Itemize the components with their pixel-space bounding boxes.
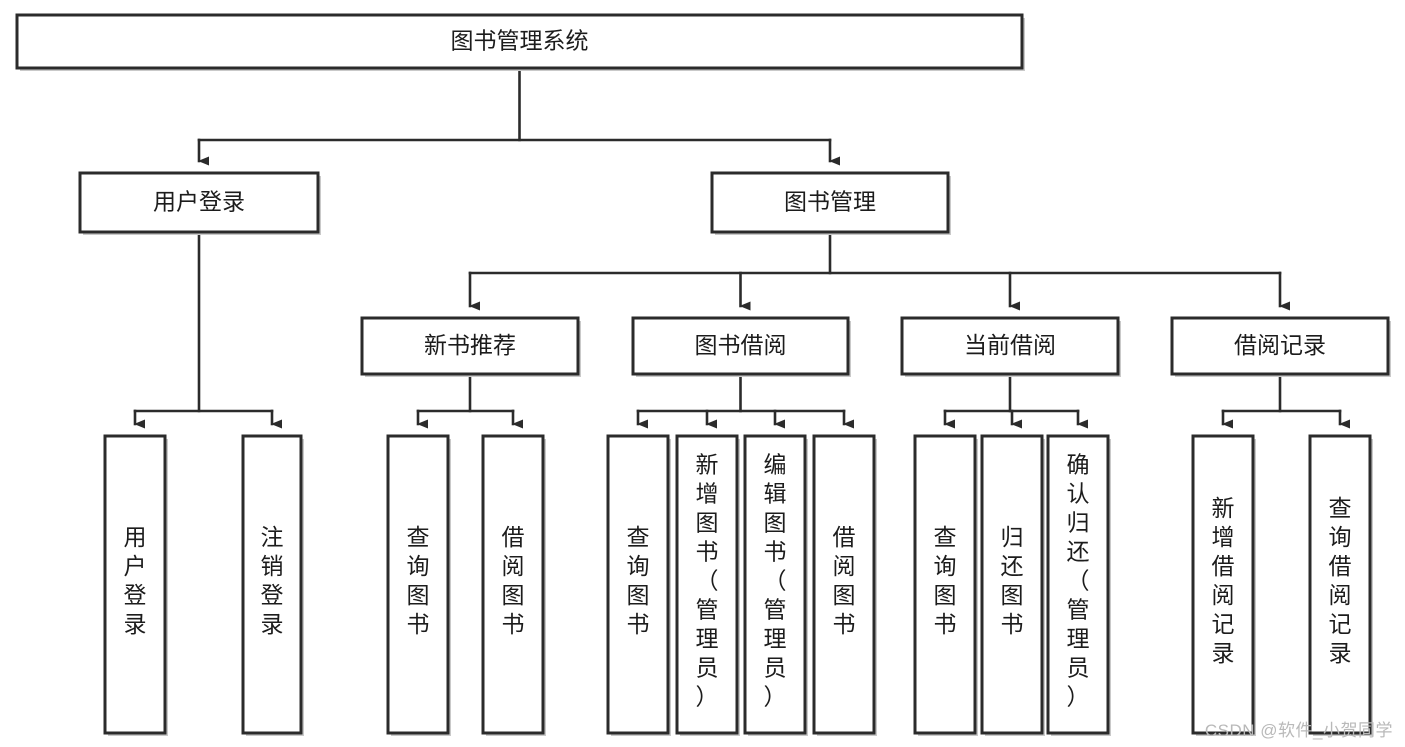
node-leaf-1[interactable]: 注销登录 xyxy=(241,434,304,736)
node-label: 查询借阅记录 xyxy=(1329,495,1352,666)
node-label: 当前借阅 xyxy=(964,332,1056,358)
node-label: 图书管理系统 xyxy=(451,28,589,54)
node-label: 注销登录 xyxy=(261,524,284,637)
node-leaf-2[interactable]: 查询图书 xyxy=(386,434,451,736)
csdn-watermark: CSDN @软件_小贺同学 xyxy=(1204,721,1393,740)
node-label: 借阅记录 xyxy=(1234,332,1326,358)
node-leaf-3[interactable]: 借阅图书 xyxy=(481,434,546,736)
node-label: 确认归还（管理员） xyxy=(1067,452,1090,710)
node-label: 查询图书 xyxy=(934,524,957,637)
node-level3-1[interactable]: 图书借阅 xyxy=(631,316,851,377)
node-leaf-4[interactable]: 查询图书 xyxy=(606,434,671,736)
node-level3-3[interactable]: 借阅记录 xyxy=(1170,316,1391,377)
node-label: 用户登录 xyxy=(124,524,147,637)
node-leaf-8[interactable]: 查询图书 xyxy=(913,434,978,736)
node-leaf-11[interactable]: 新增借阅记录 xyxy=(1191,434,1256,736)
node-root[interactable]: 图书管理系统 xyxy=(15,13,1025,71)
node-level3-0[interactable]: 新书推荐 xyxy=(360,316,581,377)
node-label: 借阅图书 xyxy=(833,524,856,637)
node-leaf-5[interactable]: 新增图书（管理员） xyxy=(675,434,740,736)
node-label: 归还图书 xyxy=(1001,524,1024,637)
connector-layer xyxy=(133,66,1350,429)
node-level2-0[interactable]: 用户登录 xyxy=(78,171,321,235)
node-label: 查询图书 xyxy=(407,524,430,637)
node-label: 查询图书 xyxy=(627,524,650,637)
node-level3-2[interactable]: 当前借阅 xyxy=(900,316,1121,377)
node-label: 用户登录 xyxy=(153,189,245,215)
node-leaf-6[interactable]: 编辑图书（管理员） xyxy=(743,434,808,736)
node-leaf-7[interactable]: 借阅图书 xyxy=(812,434,877,736)
node-label: 借阅图书 xyxy=(502,524,525,637)
node-label: 新增图书（管理员） xyxy=(696,452,719,710)
node-level2-1[interactable]: 图书管理 xyxy=(710,171,951,235)
node-leaf-9[interactable]: 归还图书 xyxy=(980,434,1045,736)
node-leaf-10[interactable]: 确认归还（管理员） xyxy=(1046,434,1111,736)
node-leaf-12[interactable]: 查询借阅记录 xyxy=(1308,434,1373,736)
node-layer: 图书管理系统用户登录图书管理新书推荐图书借阅当前借阅借阅记录用户登录注销登录查询… xyxy=(15,13,1391,736)
node-label: 新增借阅记录 xyxy=(1212,495,1235,666)
node-label: 图书借阅 xyxy=(695,332,787,358)
node-label: 编辑图书（管理员） xyxy=(764,452,787,710)
node-label: 新书推荐 xyxy=(424,332,516,358)
node-label: 图书管理 xyxy=(784,189,876,215)
node-leaf-0[interactable]: 用户登录 xyxy=(103,434,168,736)
